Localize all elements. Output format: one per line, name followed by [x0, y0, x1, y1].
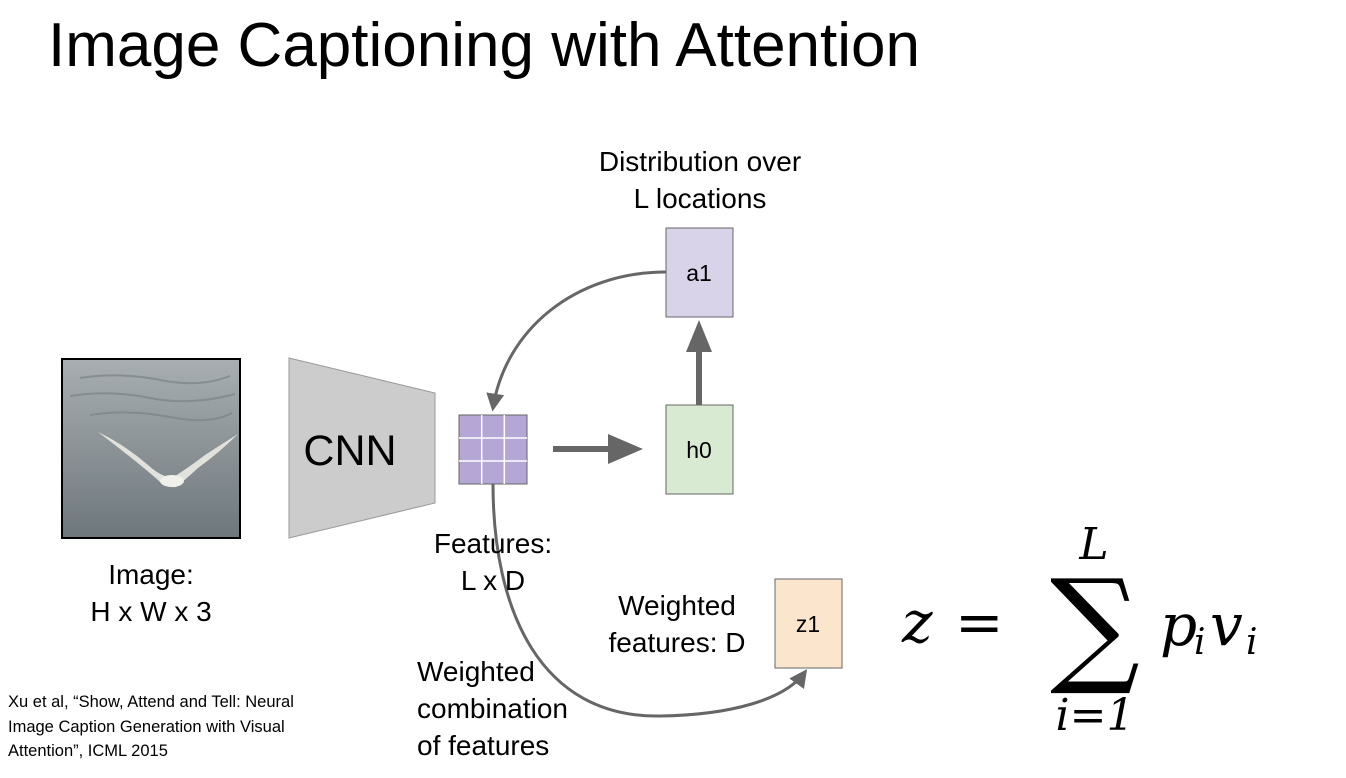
weighted-combination-line1: Weighted: [417, 656, 535, 687]
features-label: Features: L x D: [403, 525, 583, 599]
distribution-label-line1: Distribution over: [598, 146, 802, 177]
arrow-h0-to-a1: [686, 320, 712, 405]
arrow-features-to-h0: [553, 434, 643, 464]
arrow-a1-to-features: [486, 270, 667, 412]
weighted-features-line2: features: D: [608, 627, 746, 658]
weighted-features-line1: Weighted: [618, 590, 736, 621]
slide-title: Image Captioning with Attention: [48, 11, 920, 80]
features-grid: [458, 414, 528, 485]
image-label-line1: Image:: [108, 559, 194, 590]
h0-label: h0: [686, 437, 712, 463]
cnn-block: [288, 357, 436, 539]
citation-line1: Xu et al, “Show, Attend and Tell: Neural: [8, 693, 294, 711]
z1-label: z1: [796, 611, 820, 637]
image-label: Image: H x W x 3: [61, 556, 241, 630]
citation: Xu et al, “Show, Attend and Tell: Neural…: [8, 690, 294, 764]
distribution-label: Distribution over L locations: [560, 143, 840, 217]
h0-box: [665, 404, 734, 495]
cnn-label: CNN: [303, 427, 396, 475]
image-label-line2: H x W x 3: [90, 596, 212, 627]
a1-label: a1: [686, 260, 712, 286]
z1-box: [774, 578, 843, 669]
features-label-line2: L x D: [460, 565, 526, 596]
weighted-features-label: Weighted features: D: [596, 587, 758, 661]
weighted-combination-line2: combination: [417, 693, 568, 724]
arrow-features-to-z1: [491, 483, 808, 718]
weighted-combination-label: Weighted combination of features: [417, 653, 568, 764]
bird-photo: [61, 358, 241, 539]
citation-line3: Attention”, ICML 2015: [8, 742, 168, 760]
distribution-label-line2: L locations: [633, 183, 767, 214]
features-label-line1: Features:: [433, 528, 553, 559]
weighted-combination-line3: of features: [417, 730, 550, 761]
citation-line2: Image Caption Generation with Visual: [8, 717, 285, 736]
